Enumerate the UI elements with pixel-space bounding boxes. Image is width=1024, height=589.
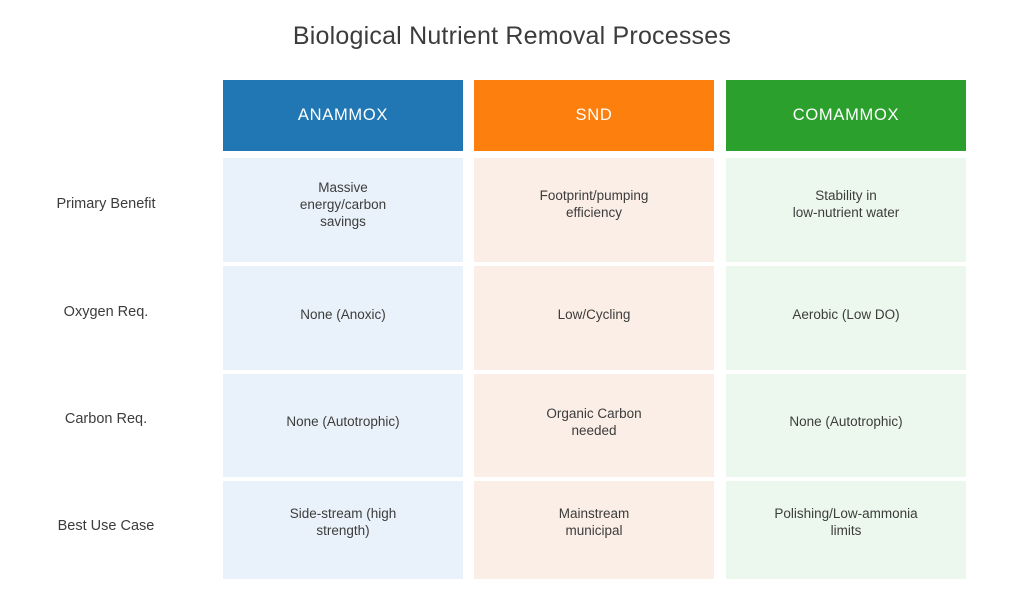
- row-label-best-use-case: Best Use Case: [57, 518, 155, 534]
- cell-text: Aerobic (Low DO): [792, 306, 900, 322]
- cell-text: Stability in low-nutrient water: [792, 188, 900, 220]
- cell-snd-best-use-case: Mainstream municipal: [474, 481, 714, 579]
- row-label-oxygen-req: Oxygen Req.: [63, 304, 149, 320]
- cell-text: None (Autotrophic): [286, 414, 400, 429]
- cell-comammox-best-use-case: Polishing/Low-ammonia limits: [726, 481, 966, 579]
- row-label-carbon-req: Carbon Req.: [64, 411, 148, 427]
- cell-text: Footprint/pumping efficiency: [539, 188, 649, 220]
- cell-comammox-oxygen-req: Aerobic (Low DO): [726, 266, 966, 370]
- column-comammox: COMAMMOX Stability in low-nutrient water…: [726, 80, 966, 580]
- comparison-matrix: Primary Benefit Oxygen Req. Carbon Req. …: [0, 80, 1024, 580]
- cell-text: Massive energy/carbon savings: [299, 179, 387, 229]
- cell-snd-oxygen-req: Low/Cycling: [474, 266, 714, 370]
- column-header-comammox[interactable]: COMAMMOX: [726, 80, 966, 151]
- cell-text: None (Autotrophic): [789, 414, 903, 429]
- cell-text: Side-stream (high strength): [289, 506, 397, 538]
- cell-comammox-primary-benefit: Stability in low-nutrient water: [726, 158, 966, 262]
- cell-text: Low/Cycling: [557, 306, 631, 322]
- cell-snd-carbon-req: Organic Carbon needed: [474, 374, 714, 477]
- cell-anammox-carbon-req: None (Autotrophic): [223, 374, 463, 477]
- cell-text: Mainstream municipal: [558, 506, 630, 538]
- cell-text: Organic Carbon needed: [546, 405, 642, 438]
- page-title: Biological Nutrient Removal Processes: [292, 22, 732, 50]
- column-header-anammox[interactable]: ANAMMOX: [223, 80, 463, 151]
- cell-text: None (Anoxic): [300, 306, 386, 322]
- cell-comammox-carbon-req: None (Autotrophic): [726, 374, 966, 477]
- cell-anammox-oxygen-req: None (Anoxic): [223, 266, 463, 370]
- cell-snd-primary-benefit: Footprint/pumping efficiency: [474, 158, 714, 262]
- column-anammox: ANAMMOX Massive energy/carbon savings No…: [223, 80, 463, 580]
- column-snd: SND Footprint/pumping efficiency Low/Cyc…: [474, 80, 714, 580]
- row-label-column: Primary Benefit Oxygen Req. Carbon Req. …: [0, 80, 212, 580]
- cell-anammox-best-use-case: Side-stream (high strength): [223, 481, 463, 579]
- cell-text: Polishing/Low-ammonia limits: [774, 506, 918, 538]
- row-label-primary-benefit: Primary Benefit: [56, 196, 156, 212]
- column-header-snd[interactable]: SND: [474, 80, 714, 151]
- matrix-columns: ANAMMOX Massive energy/carbon savings No…: [223, 80, 966, 580]
- cell-anammox-primary-benefit: Massive energy/carbon savings: [223, 158, 463, 262]
